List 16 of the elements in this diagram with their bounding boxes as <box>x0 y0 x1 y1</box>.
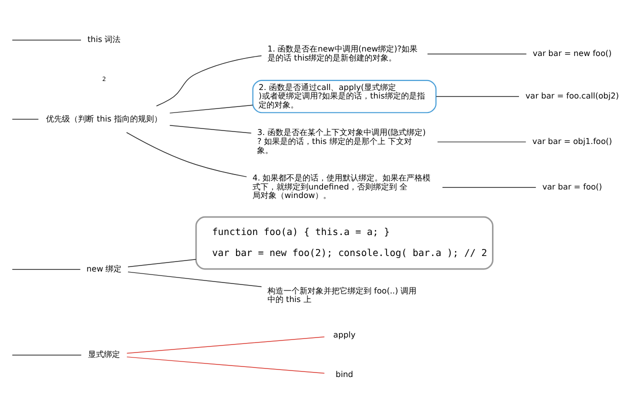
connector <box>12 118 39 120</box>
connector <box>128 258 196 267</box>
connector <box>442 186 536 188</box>
connector <box>12 39 82 40</box>
connector <box>156 54 262 106</box>
connector <box>427 53 527 54</box>
connector <box>437 141 526 142</box>
connector <box>12 354 82 355</box>
connector <box>169 124 252 134</box>
connector <box>126 356 325 374</box>
node-box: function foo(a) { this.a = a; } var bar = new foo(2); console.log( bar.a ); // 2 <box>195 216 494 270</box>
connector <box>12 268 81 270</box>
connector <box>128 271 262 287</box>
connector <box>126 132 247 177</box>
connector <box>126 336 325 354</box>
connector <box>169 104 254 113</box>
